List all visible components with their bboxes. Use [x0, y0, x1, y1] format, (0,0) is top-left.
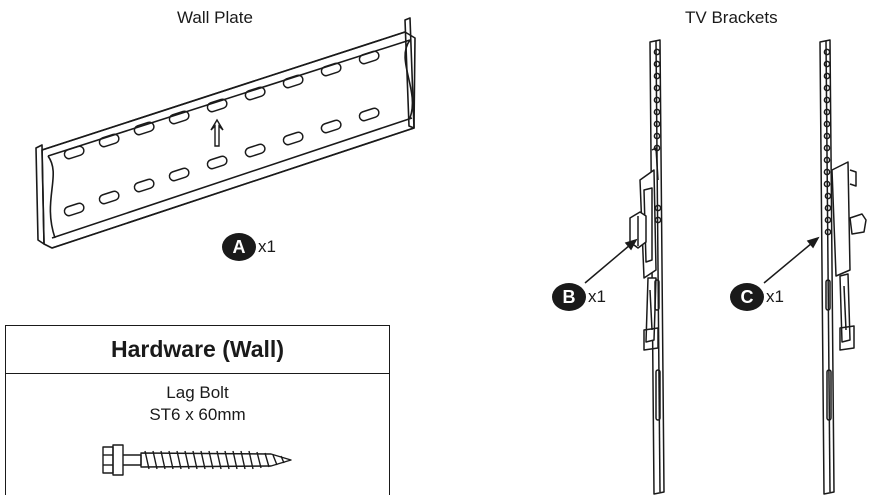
- badge-b: B: [552, 283, 586, 311]
- tv-brackets-title: TV Brackets: [685, 8, 778, 27]
- bracket-b-label: B x1: [552, 283, 606, 311]
- badge-c: C: [730, 283, 764, 311]
- bracket-b-qty: x1: [588, 287, 606, 306]
- hardware-box: Hardware (Wall) Lag Bolt ST6 x 60mm: [5, 325, 390, 495]
- lag-bolt-name: Lag Bolt: [166, 383, 229, 402]
- bracket-c-qty: x1: [766, 287, 784, 306]
- hardware-title: Hardware (Wall): [6, 326, 389, 374]
- tv-bracket-left-illustration: [629, 39, 665, 495]
- wall-plate-label: A x1: [222, 233, 276, 261]
- lag-bolt-spec: ST6 x 60mm: [149, 405, 246, 424]
- tv-bracket-right-illustration: [819, 39, 867, 495]
- wall-plate-title: Wall Plate: [177, 8, 253, 27]
- lag-bolt-icon: [102, 444, 292, 476]
- up-arrow-icon: [210, 118, 224, 147]
- bracket-c-label: C x1: [730, 283, 784, 311]
- wall-plate-illustration: [35, 17, 416, 249]
- badge-a: A: [222, 233, 256, 261]
- wall-plate-qty: x1: [258, 237, 276, 256]
